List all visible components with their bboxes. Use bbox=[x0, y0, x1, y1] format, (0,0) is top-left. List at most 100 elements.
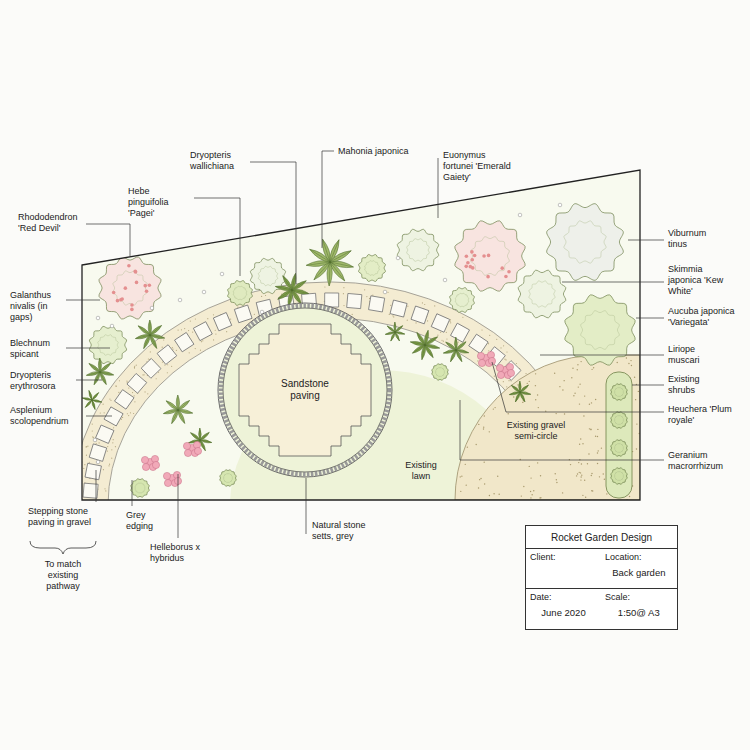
gravel-dot bbox=[589, 404, 590, 405]
gravel-dot bbox=[530, 497, 531, 498]
shrub-outline bbox=[611, 440, 628, 457]
frond bbox=[91, 392, 99, 401]
gravel-dot bbox=[580, 438, 581, 439]
shrub-texture bbox=[135, 483, 145, 493]
gravel-dot bbox=[580, 361, 581, 362]
frond bbox=[519, 384, 529, 393]
gravel-dot bbox=[109, 464, 110, 465]
gravel-dot bbox=[559, 386, 560, 387]
heuchera-leaf bbox=[496, 364, 503, 371]
gravel-dot bbox=[465, 464, 466, 465]
gravel-dot bbox=[506, 386, 507, 387]
snowdrop-dot bbox=[396, 256, 400, 260]
gravel-dot bbox=[603, 473, 604, 474]
heuchera-symbol bbox=[496, 363, 514, 378]
frond-leaf bbox=[329, 248, 353, 264]
plant-label: Skimmia japonica 'Kew White' bbox=[668, 264, 728, 297]
gravel-dot bbox=[111, 449, 112, 450]
frond-leaf bbox=[519, 384, 529, 393]
shrub-outline bbox=[450, 288, 475, 313]
flower-dot bbox=[464, 265, 468, 269]
circle-ground bbox=[219, 304, 391, 476]
frond-rib bbox=[92, 400, 95, 410]
flower-dot bbox=[127, 264, 131, 268]
ring-outer bbox=[218, 303, 392, 477]
gravel-dot bbox=[583, 415, 584, 416]
shrub-symbol bbox=[432, 364, 449, 381]
plant-label: Grey edging bbox=[126, 510, 162, 532]
flower-dot bbox=[487, 254, 491, 258]
gravel-dot bbox=[466, 484, 467, 485]
gravel-dot bbox=[372, 295, 373, 296]
fern-symbol bbox=[275, 273, 309, 307]
shrub-texture bbox=[614, 443, 623, 452]
leader-line bbox=[66, 348, 110, 349]
leader-line bbox=[96, 470, 97, 502]
gravel-dot bbox=[79, 478, 80, 479]
field-text: June 2020 bbox=[526, 607, 601, 618]
shrub-symbol bbox=[89, 326, 126, 363]
shrub-outline bbox=[131, 479, 150, 498]
frond-leaf bbox=[199, 431, 210, 441]
snowdrop-dot bbox=[443, 278, 447, 282]
frond-rib bbox=[178, 410, 185, 423]
frond-rib bbox=[455, 337, 456, 350]
gravel-dot bbox=[628, 363, 629, 364]
gravel-dot bbox=[107, 450, 108, 451]
snowdrop-dot bbox=[150, 306, 154, 310]
flower-dot bbox=[143, 284, 147, 288]
gravel-dot bbox=[584, 395, 585, 396]
gravel-dot bbox=[115, 385, 116, 386]
gravel-dot bbox=[523, 486, 524, 487]
gravel-dot bbox=[107, 446, 108, 447]
shrub-texture bbox=[258, 266, 277, 285]
heuchera-symbol bbox=[183, 441, 201, 456]
field-text: Client: bbox=[526, 549, 601, 563]
stepping-stone bbox=[451, 323, 470, 342]
area-label: Existing lawn bbox=[396, 460, 446, 482]
shrub-texture bbox=[223, 473, 232, 482]
frond-rib bbox=[292, 281, 306, 290]
frond-rib bbox=[395, 332, 399, 341]
gravel-dot bbox=[496, 339, 497, 340]
gravel-dot bbox=[352, 314, 353, 315]
stepping-stone bbox=[85, 463, 101, 479]
gravel-dot bbox=[449, 321, 450, 322]
gravel-dot bbox=[598, 450, 599, 451]
gravel-dot bbox=[638, 391, 639, 392]
frond-rib bbox=[443, 350, 456, 353]
gravel-dot bbox=[564, 413, 565, 414]
plant-label: Helleborus x hybridus bbox=[150, 542, 210, 564]
gravel-dot bbox=[617, 362, 618, 363]
stepping-stone bbox=[347, 293, 362, 308]
gravel-dot bbox=[98, 509, 99, 510]
shrub-outline bbox=[220, 470, 237, 487]
frond bbox=[291, 279, 307, 291]
shrub-outline bbox=[228, 281, 253, 306]
gravel-dot bbox=[579, 383, 580, 384]
gravel-dot bbox=[467, 446, 468, 447]
gravel-dot bbox=[172, 348, 173, 349]
gravel-dot bbox=[481, 329, 482, 330]
gravel-dot bbox=[87, 446, 88, 447]
stepping-stone bbox=[115, 390, 135, 410]
frond-rib bbox=[292, 290, 301, 304]
frond bbox=[84, 399, 92, 408]
frond-rib bbox=[520, 385, 528, 392]
stepping-stone bbox=[390, 300, 407, 317]
gravel-dot bbox=[176, 350, 177, 351]
frond-leaf bbox=[291, 279, 307, 291]
gravel-dot bbox=[103, 508, 104, 509]
flower-dot bbox=[135, 281, 139, 285]
heuchera-leaf bbox=[142, 463, 149, 470]
gravel-dot bbox=[93, 437, 94, 438]
gravel-dot bbox=[85, 446, 86, 447]
snowdrop-dot bbox=[178, 298, 182, 302]
gravel-dot bbox=[540, 475, 541, 476]
gravel-dot bbox=[576, 475, 577, 476]
shrub-symbol bbox=[611, 384, 628, 401]
gravel-dot bbox=[389, 314, 390, 315]
heuchera-leaf bbox=[497, 371, 504, 378]
flower-dot bbox=[148, 283, 152, 287]
